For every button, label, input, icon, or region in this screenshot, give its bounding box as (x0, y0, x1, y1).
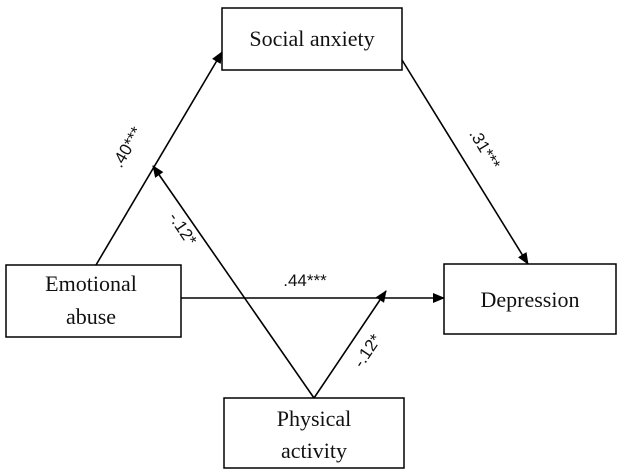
node-emotional-abuse: Emotional abuse (5, 264, 182, 338)
edge-label-emotional-abuse-to-depression: .44*** (283, 271, 327, 290)
edge-physical-activity-moderation-c (313, 290, 387, 399)
node-emotional-abuse-label-line2: abuse (66, 304, 116, 329)
edge-social-anxiety-to-depression (401, 59, 529, 265)
node-depression-label: Depression (481, 287, 580, 312)
node-depression: Depression (443, 263, 617, 335)
edge-physical-activity-moderation-a (152, 165, 315, 399)
edge-emotional-abuse-to-social-anxiety (95, 51, 223, 266)
node-physical-activity-label-line1: Physical (277, 406, 352, 431)
edge-label-emotional-abuse-to-social-anxiety: .40*** (108, 123, 146, 170)
node-emotional-abuse-label-line1: Emotional (45, 271, 137, 296)
edge-label-physical-activity-moderation-a: -.12* (165, 209, 201, 250)
node-physical-activity: Physical activity (223, 397, 405, 469)
node-social-anxiety-label: Social anxiety (249, 26, 374, 51)
node-physical-activity-label-line2: activity (281, 438, 347, 463)
node-social-anxiety: Social anxiety (221, 7, 403, 71)
edge-label-social-anxiety-to-depression: .31*** (465, 126, 504, 173)
